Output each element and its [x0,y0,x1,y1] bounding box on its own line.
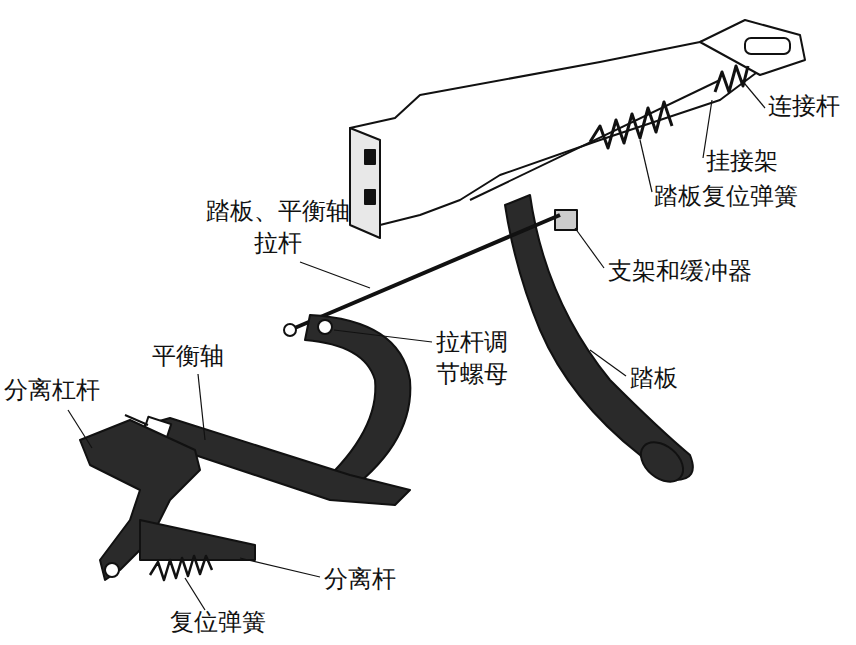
part-label: 分离杆 [324,563,396,595]
part-label: 踏板复位弹簧 [654,180,798,212]
leader-line [334,330,432,342]
part-label: 平衡轴 [152,340,224,372]
part-label: 复位弹簧 [170,606,266,638]
leader-lines [68,78,765,610]
part-label: 踏板、平衡轴 拉杆 [200,195,356,260]
balance-lever [305,315,410,490]
leader-line [240,558,320,577]
pedal-pad [633,434,690,489]
leader-line [575,228,604,268]
link-rod-clevis [700,20,805,75]
part-label: 挂接架 [706,145,778,177]
bumper [555,210,577,230]
part-label: 连接杆 [768,90,840,122]
mount-hole [365,150,375,164]
clevis-slot [745,38,790,54]
return-spring [150,556,212,580]
leader-line [590,350,626,376]
part-label: 分离杠杆 [4,374,100,406]
part-label: 支架和缓冲器 [608,255,752,287]
hitch-spring [715,66,748,92]
lever-pin [318,320,332,334]
leader-line [185,578,205,610]
pedal-arm [505,195,693,480]
pedal-return-spring [590,102,672,148]
leader-line [740,78,765,108]
release-rod [140,520,255,560]
part-label: 踏板 [630,362,678,394]
bracket-mount [350,128,380,238]
mount-hole [365,190,375,204]
part-label: 拉杆调 节螺母 [436,326,520,391]
leader-line [198,374,205,440]
fork-pivot [105,563,119,577]
adjusting-nut [284,324,296,336]
pull-rod [290,215,560,330]
leader-line [300,262,370,288]
leader-line [68,410,92,448]
leader-line [640,140,652,192]
